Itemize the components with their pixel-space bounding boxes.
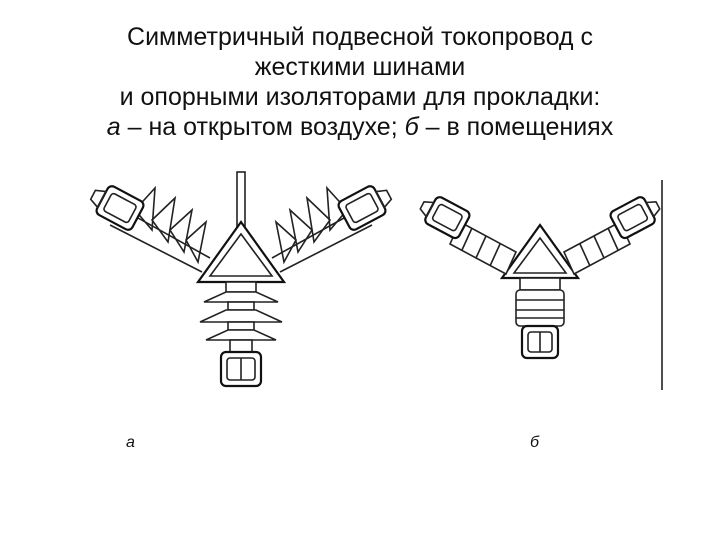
- title-line-3: и опорными изоляторами для прокладки:: [119, 83, 601, 111]
- right-smooth-insulator: [562, 220, 632, 276]
- left-bus-conductor: [89, 185, 145, 231]
- caption-b: б: [530, 434, 539, 451]
- title-line-4: а – на открытом воздухе; б – в помещения…: [40, 112, 680, 142]
- title-label-b: б: [404, 113, 419, 141]
- title-text-b: – в помещениях: [418, 113, 614, 141]
- diagram-indoor-busduct: [410, 170, 670, 410]
- title-label-a: а: [106, 113, 121, 141]
- bottom-bus-conductor: [520, 324, 560, 360]
- triangle-inner: [512, 236, 568, 274]
- title-text-a: – на открытом воздухе;: [120, 113, 405, 141]
- lower-smooth-insulator: [515, 277, 565, 327]
- lower-ribbed-insulator: [199, 281, 283, 353]
- title-line-1: Симметричный подвесной токопровод с: [127, 23, 593, 51]
- title-line-2: жесткими шинами: [254, 53, 466, 81]
- left-bus-conductor: [419, 196, 471, 240]
- triangle-inner: [208, 232, 274, 277]
- diagram-outdoor-busduct: [80, 170, 410, 410]
- left-ribbed-insulator: [109, 185, 211, 273]
- right-bus-conductor: [609, 196, 661, 240]
- caption-a: а: [126, 434, 135, 451]
- central-triangle-frame: [195, 220, 287, 284]
- slide-title: Симметричный подвесной токопровод с жест…: [40, 22, 680, 142]
- bottom-bus-conductor: [219, 350, 263, 388]
- right-bus-conductor: [337, 185, 393, 231]
